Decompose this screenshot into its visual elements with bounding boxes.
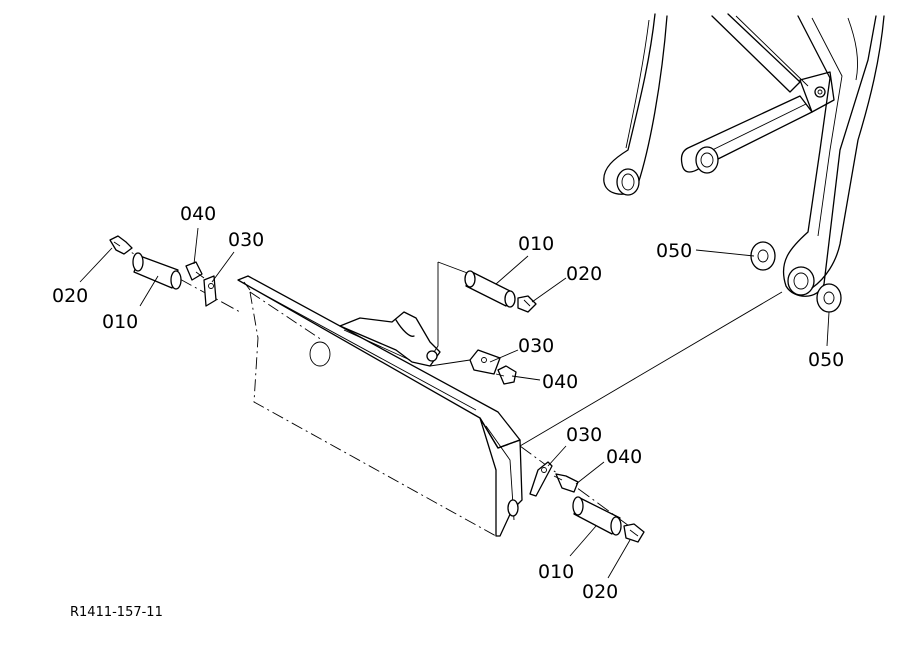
callout-010-mid: 010 [518,233,554,255]
callout-020-mid: 020 [566,263,602,285]
loader-arm [603,13,885,297]
callout-030-left: 030 [228,229,264,251]
bolt-040-low [553,473,579,493]
callout-040-mid: 040 [542,371,578,393]
assembly-center-lines [115,243,783,535]
callout-020-low: 020 [582,581,618,603]
leader-lines [79,227,830,579]
figure-reference-code: R1411-157-11 [70,605,163,620]
callout-030-low: 030 [566,424,602,446]
callout-030-mid: 030 [518,335,554,357]
callout-020-left: 020 [52,285,88,307]
pin-010-low [572,496,622,536]
bolt-040-left [185,261,205,281]
pin-010-mid [464,270,516,308]
grease-fitting-020-mid [517,295,537,313]
callout-050-upper: 050 [656,240,692,262]
callout-040-left: 040 [180,203,216,225]
bucket-attachment [237,275,523,537]
plate-030-left [203,275,217,307]
washer-050-lower [816,283,842,313]
pin-010-left [132,252,182,290]
callout-labels: 020 010 040 030 010 020 030 040 050 050 … [52,203,844,603]
washer-050-upper [750,241,776,271]
callout-010-low: 010 [538,561,574,583]
plate-030-mid [469,349,501,375]
grease-fitting-020-left [109,235,133,255]
grease-fitting-020-low [623,523,645,543]
callout-010-left: 010 [102,311,138,333]
callout-050-lower: 050 [808,349,844,371]
callout-040-low: 040 [606,446,642,468]
plate-030-low [529,461,553,497]
bolt-040-mid [495,365,517,385]
